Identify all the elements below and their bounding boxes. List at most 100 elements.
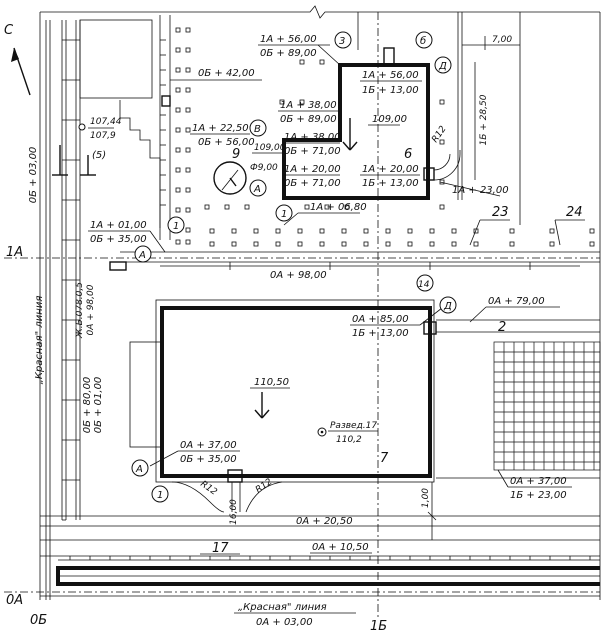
red-line-coord-2: 0Б + 01,00 xyxy=(93,377,104,434)
coord-0B-35: 0Б + 35,00 xyxy=(90,234,147,245)
line-2: 2 xyxy=(498,320,506,335)
axis-0A: 0А 0Б „Красная" линия 0А + 03,00 xyxy=(4,591,600,628)
b7-radius-2: R12 xyxy=(254,477,274,496)
coord-1A-01: 1А + 01,00 xyxy=(90,220,147,231)
coord-0A-79: 0А + 79,00 xyxy=(488,296,545,307)
width-dim: 7,00 xyxy=(492,35,512,45)
svg-text:б: б xyxy=(420,35,426,47)
svg-text:1: 1 xyxy=(157,490,163,501)
svg-text:1: 1 xyxy=(173,221,179,232)
railway-coord: 0А + 98,00 xyxy=(86,284,96,335)
paving-grid xyxy=(493,341,601,471)
north-arrow: С xyxy=(4,23,31,96)
benchmark-top: 107,44 xyxy=(90,117,122,127)
dim-bottom: 1,00 0А + 20,50 xyxy=(40,482,600,540)
b6-br-2: 1Б + 13,00 xyxy=(362,178,419,189)
dim-row: 0А + 98,00 14 xyxy=(160,262,580,292)
benchmark-tag: (5) xyxy=(92,150,106,161)
b6-elevation: 109,00 xyxy=(372,114,407,125)
marker-3 xyxy=(334,31,352,49)
b6-bl-2: 0Б + 71,00 xyxy=(284,178,341,189)
right-area: 0А + 79,00 2 0А + 37,00 1Б + 23,00 xyxy=(436,296,601,501)
marker-a-b7 xyxy=(131,459,149,477)
svg-text:1: 1 xyxy=(281,209,287,220)
red-line-coord-1: 0Б + 80,00 xyxy=(82,377,93,434)
marker-1-top xyxy=(275,204,293,222)
axis-1B: 1Б xyxy=(370,12,387,634)
building-9: Ф9,00 9 109,00 1А + 22,50 0Б + 56,00 xyxy=(190,123,286,195)
svg-text:А: А xyxy=(253,184,261,195)
b9-coord-1: 1А + 22,50 xyxy=(192,123,249,134)
grid-coord-1: 0А + 37,00 xyxy=(510,476,567,487)
well-label: Развед.17 xyxy=(330,421,377,431)
coord-1A-06: 1А + 06,80 xyxy=(310,202,367,213)
b6-number: 6 xyxy=(404,147,412,162)
svg-text:В: В xyxy=(254,124,261,135)
marker-1-b7 xyxy=(151,485,169,503)
tree-markers xyxy=(175,27,595,247)
road: 17 0А + 10,50 xyxy=(40,539,600,586)
axis-0A-label: 0А xyxy=(6,593,23,608)
svg-text:Д: Д xyxy=(443,301,452,312)
dim-right: 1,00 xyxy=(421,488,431,508)
svg-text:А: А xyxy=(135,464,143,475)
b9-diameter: Ф9,00 xyxy=(250,163,278,173)
b6-top-inner-1: 1А + 56,00 xyxy=(362,70,419,81)
b7-gap-dim: 16,00 xyxy=(229,499,239,525)
b6-radius-coord: 1А + 23,00 xyxy=(452,185,509,196)
axis-1A-label: 1А xyxy=(6,245,23,260)
axis-1A: 1А 1А + 01,00 0Б + 35,00 1А + 06,80 23 2… xyxy=(4,202,600,271)
north-label: С xyxy=(4,23,14,38)
b9-elevation: 109,00 xyxy=(254,143,286,153)
b6-mid-inner-1: 1А + 38,00 xyxy=(284,132,341,143)
line-17: 17 xyxy=(212,541,229,556)
marker-a-axis xyxy=(134,245,152,263)
b6-bl-1: 1А + 20,00 xyxy=(284,164,341,175)
b9-coord-2: 0Б + 56,00 xyxy=(198,137,255,148)
side-coord: 1Б + 28,50 xyxy=(479,94,489,145)
red-line-bottom-label: „Красная" линия xyxy=(238,602,327,613)
building-7: 110,50 7 0А + 85,00 1Б + 13,00 Д 0А + 37… xyxy=(129,296,457,525)
benchmark-bottom: 107,9 xyxy=(90,131,116,141)
marker-d xyxy=(434,56,452,74)
red-line-bottom-coord: 0А + 03,00 xyxy=(256,617,313,628)
b9-number: 9 xyxy=(232,147,240,162)
b6-mid-inner-2: 0Б + 71,00 xyxy=(284,146,341,157)
fence-ticks xyxy=(160,39,166,206)
line-24: 24 xyxy=(566,205,583,220)
b7-elevation: 110,50 xyxy=(254,377,289,388)
marker-1-axis xyxy=(167,216,185,234)
axis-1B-label: 1Б xyxy=(370,619,387,634)
svg-text:Д: Д xyxy=(438,61,447,72)
building-6: R12 1А + 23,00 1А + 56,00 0Б + 89,00 1А … xyxy=(249,31,509,222)
section-marker: (5) xyxy=(52,145,106,176)
coord-0B-42: 0Б + 42,00 xyxy=(198,68,255,79)
axis-0B-label: 0Б xyxy=(30,613,47,628)
benchmark: 107,44 107,9 xyxy=(78,117,122,141)
top-left-fence: 0Б + 42,00 xyxy=(79,15,595,247)
svg-text:3: 3 xyxy=(339,36,345,47)
well-elev: 110,2 xyxy=(336,435,362,445)
b7-number: 7 xyxy=(380,451,389,466)
b6-radius: R12 xyxy=(430,124,449,144)
b6-top-inner-2: 1Б + 13,00 xyxy=(362,85,419,96)
b7-bl-1: 0А + 37,00 xyxy=(180,440,237,451)
dim-0A-20: 0А + 20,50 xyxy=(296,516,353,527)
line-23: 23 xyxy=(492,205,509,220)
b7-tr-2: 1Б + 13,00 xyxy=(352,328,409,339)
b6-mid-1: 1А + 38,00 xyxy=(280,100,337,111)
svg-text:А: А xyxy=(138,250,146,261)
b6-top-coord-1: 1А + 56,00 xyxy=(260,34,317,45)
marker-b xyxy=(415,31,433,49)
red-line-coord-0: 0Б + 03,00 xyxy=(28,147,39,204)
marker-a-top xyxy=(249,179,267,197)
road-coord: 0А + 10,50 xyxy=(312,542,369,553)
b6-br-1: 1А + 20,00 xyxy=(362,164,419,175)
red-line-left-label: „Красная" линия xyxy=(34,296,45,385)
top-right-fence: 7,00 1Б + 28,50 xyxy=(357,12,521,225)
b6-top-coord-2: 0Б + 89,00 xyxy=(260,48,317,59)
dim-0A-98: 0А + 98,00 xyxy=(270,270,327,281)
railway-ticks xyxy=(62,39,80,481)
svg-text:14: 14 xyxy=(418,280,430,290)
